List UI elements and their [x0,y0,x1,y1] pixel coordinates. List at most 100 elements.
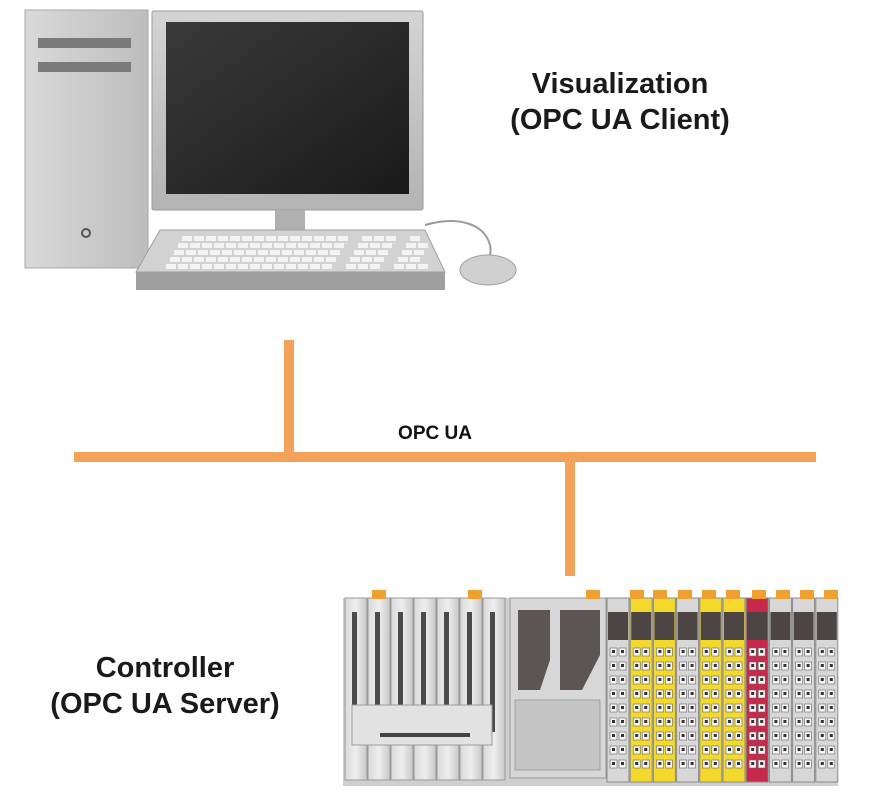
io-module-header [677,612,698,640]
io-terminal-screw [820,720,824,723]
keyboard-key [182,257,192,262]
io-terminal-screw [829,706,833,709]
client-drop-line [284,340,294,460]
io-terminal-screw [635,762,639,765]
keyboard-key [366,250,376,255]
io-terminal-screw [783,692,787,695]
io-terminal-screw [774,762,778,765]
terminal-connector [752,590,766,599]
keyboard-key [254,236,264,241]
io-terminal-screw [829,720,833,723]
io-module-group [606,597,839,783]
io-terminal-screw [783,762,787,765]
keyboard-key [406,264,416,269]
keyboard-key [362,257,372,262]
keyboard-key [246,250,256,255]
io-terminal-screw [760,748,764,751]
io-terminal-screw [820,692,824,695]
keyboard-key [258,250,268,255]
keyboard-key [278,236,288,241]
io-terminal-screw [797,762,801,765]
keyboard-key [306,250,316,255]
io-module-header [654,612,675,640]
io-terminal-screw [728,650,731,653]
keyboard-key [278,257,288,262]
io-terminal-screw [783,706,787,709]
keyboard-key [362,236,372,241]
io-terminal-screw [774,678,778,681]
keyboard-key [302,236,312,241]
io-terminal-screw [621,692,624,695]
io-terminal-screw [704,720,708,723]
keyboard-key [242,236,252,241]
keyboard-key [170,257,180,262]
io-terminal-screw [829,692,833,695]
keyboard-key [238,264,248,269]
io-terminal-screw [760,762,764,765]
keyboard-key [214,264,224,269]
io-module-header [770,612,791,640]
io-terminal-screw [713,692,717,695]
keyboard-key [266,257,276,262]
keyboard-key [318,250,328,255]
keyboard-key [190,264,200,269]
io-terminal-screw [737,692,740,695]
keyboard-key [406,243,416,248]
keyboard-key [334,243,344,248]
cpu-module-slot [421,612,426,732]
io-terminal-screw [635,734,639,737]
keyboard-key [262,243,272,248]
io-terminal-screw [690,692,694,695]
keyboard-key [202,264,212,269]
keyboard-key [314,236,324,241]
io-terminal-screw [658,762,662,765]
io-terminal-screw [829,762,833,765]
io-terminal-screw [635,748,639,751]
io-terminal-screw [728,762,731,765]
io-terminal-screw [690,678,694,681]
io-terminal-screw [760,692,764,695]
keyboard-key [410,257,420,262]
io-terminal-screw [658,664,662,667]
io-terminal-screw [751,650,755,653]
io-terminal-screw [797,734,801,737]
io-terminal-screw [681,720,685,723]
io-module-header [724,612,744,640]
io-terminal-screw [728,706,731,709]
io-terminal-screw [797,678,801,681]
io-terminal-screw [806,720,810,723]
io-terminal-screw [681,678,685,681]
io-terminal-screw [635,720,639,723]
keyboard-key [194,236,204,241]
keyboard-key [202,243,212,248]
keyboard-key [418,264,428,269]
opc-ua-network [74,340,816,576]
io-terminal-screw [728,734,731,737]
cpu-cover-slot [380,733,470,737]
io-terminal-screw [760,706,764,709]
keyboard-key [178,264,188,269]
io-terminal-screw [760,720,764,723]
desktop-computer-icon [24,9,517,290]
io-terminal-screw [681,706,685,709]
io-terminal-screw [783,720,787,723]
cpu-module-slot [398,612,403,732]
io-terminal-screw [690,720,694,723]
keyboard-key [402,250,412,255]
drive-bay-2 [38,62,131,72]
server-drop-line [565,460,575,576]
keyboard-key [410,236,420,241]
io-terminal-screw [797,748,801,751]
io-terminal-screw [783,678,787,681]
io-terminal-screw [751,678,755,681]
keyboard-key [310,264,320,269]
io-terminal-screw [644,664,648,667]
terminal-connector [726,590,740,599]
io-terminal-screw [806,762,810,765]
io-terminal-screw [713,734,717,737]
io-terminal-screw [820,748,824,751]
io-terminal-screw [797,664,801,667]
io-terminal-screw [690,762,694,765]
io-terminal-screw [783,664,787,667]
io-terminal-screw [658,720,662,723]
